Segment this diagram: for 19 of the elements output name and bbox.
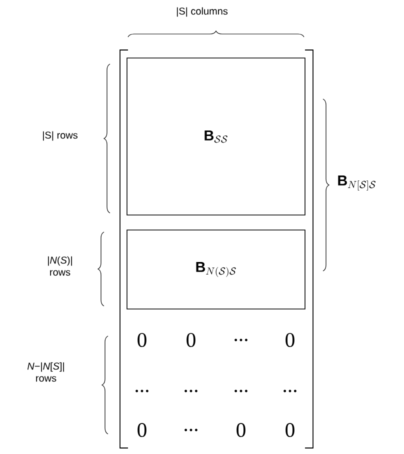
dimension-label: |S| rows: [43, 131, 78, 141]
matrix-block: $\mathbf{B}_{\mathcal{SS}}$: [126, 58, 306, 216]
matrix-entry: ...: [184, 428, 198, 432]
matrix-entry: 0: [286, 423, 294, 437]
matrix-entry: 0: [286, 333, 294, 347]
matrix-entry: 0: [186, 333, 196, 347]
matrix-block: $\mathbf{B}_{N(\mathcal{S})\mathcal{S}}$: [126, 230, 306, 310]
matrix-entry: 0: [138, 423, 146, 437]
matrix-entry: ...: [184, 390, 198, 392]
dimension-label: |N(S)| rows: [48, 256, 72, 276]
matrix-label: $\mathbf{B}_{N[\mathcal{S}]\mathcal{S}}$: [338, 176, 376, 190]
matrix-entry: 0: [138, 333, 146, 347]
matrix-entry: ...: [234, 338, 248, 342]
matrix-entry: ...: [136, 390, 148, 392]
matrix-entry: ...: [234, 390, 248, 392]
matrix-entry: ...: [284, 390, 296, 392]
dimension-label: |S| columns: [176, 7, 228, 17]
matrix-entry: 0: [236, 423, 246, 437]
dimension-label: N−|N[S]| rows: [27, 362, 64, 382]
